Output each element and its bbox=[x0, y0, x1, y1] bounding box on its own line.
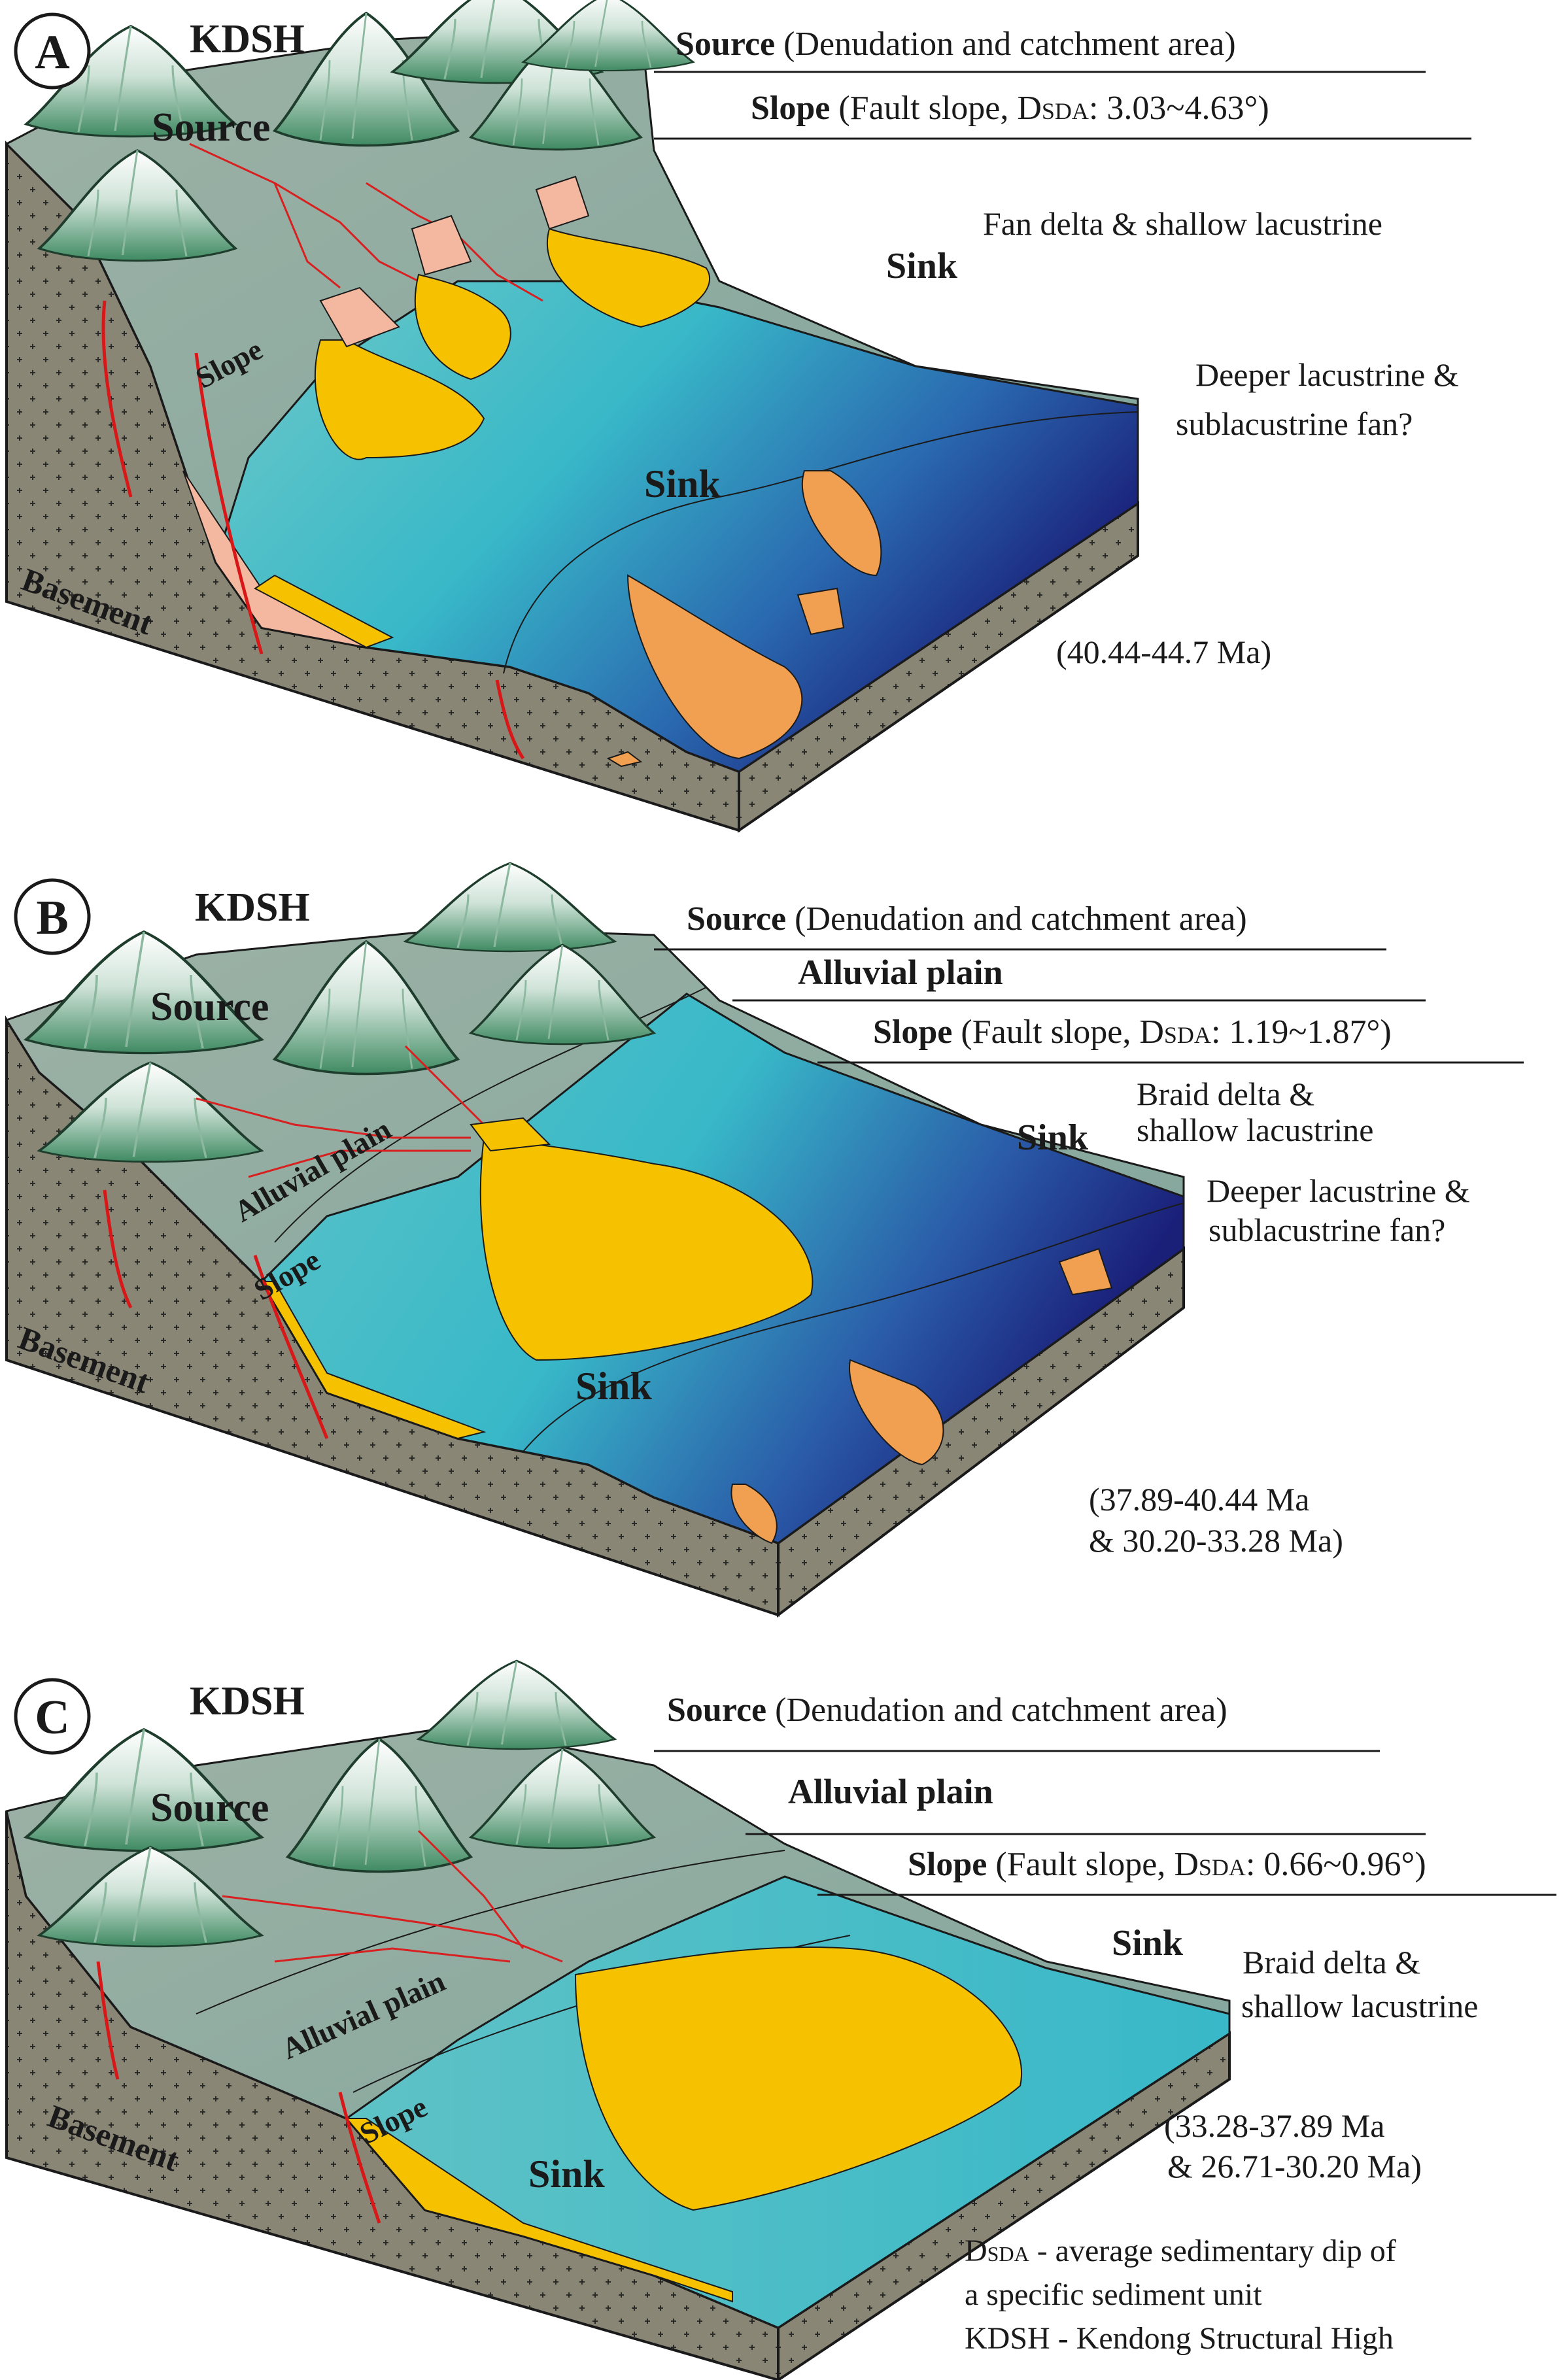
panel-b-age-l2: & 30.20-33.28 Ma) bbox=[1089, 1522, 1343, 1559]
panel-c-braid-delta bbox=[574, 1946, 1022, 2211]
panel-a-source-label: Source bbox=[152, 105, 270, 150]
panel-b-env-deep-l1: Deeper lacustrine & bbox=[1207, 1172, 1470, 1209]
panel-b-sublacustrine-fan-2 bbox=[1058, 1248, 1113, 1296]
legend-kdsh: KDSH - Kendong Structural High bbox=[965, 2321, 1394, 2356]
panel-c-alluvial-header: Alluvial plain bbox=[788, 1772, 993, 1811]
panel-c bbox=[5, 1661, 1231, 2380]
panel-a-slope-header: Slope (Fault slope, DSDA: 3.03~4.63°) bbox=[751, 90, 1269, 127]
panel-c-env-braid-l1: Braid delta & bbox=[1243, 1944, 1420, 1980]
panel-a-sink-lower: Sink bbox=[644, 462, 721, 505]
panel-c-slope-header: Slope (Fault slope, DSDA: 0.66~0.96°) bbox=[908, 1846, 1426, 1883]
panel-c-kdsh: KDSH bbox=[190, 1679, 305, 1724]
panel-a-fault-2 bbox=[194, 352, 264, 654]
panel-c-sink-lower: Sink bbox=[528, 2152, 605, 2196]
panel-a-badge bbox=[14, 12, 91, 90]
legend-dsda: DSDA - average sedimentary dip of bbox=[965, 2234, 1396, 2268]
panel-b-sublacustrine-fan-1 bbox=[849, 1359, 944, 1466]
panel-a-letter: A bbox=[35, 26, 69, 79]
panel-a-sublacustrine-fan-1 bbox=[801, 470, 882, 577]
panel-b-sublacustrine-fan-3 bbox=[730, 1484, 778, 1544]
panel-b-fault-1 bbox=[103, 1189, 133, 1309]
panel-b-slope-header: Slope (Fault slope, DSDA: 1.19~1.87°) bbox=[873, 1013, 1392, 1051]
panel-c-fault-2 bbox=[338, 2092, 381, 2224]
panel-a-source-header: Source (Denudation and catchment area) bbox=[676, 26, 1236, 63]
panel-b-alluvial-header: Alluvial plain bbox=[798, 953, 1003, 992]
panel-a-fan-delta-2 bbox=[414, 273, 511, 381]
panel-a-fault-3 bbox=[495, 679, 525, 760]
panel-b-env-braid-l2: shallow lacustrine bbox=[1137, 1112, 1373, 1148]
panel-c-fault-1 bbox=[96, 1961, 120, 2080]
panel-b-source-label: Source bbox=[150, 985, 269, 1029]
panel-c-source-label: Source bbox=[150, 1786, 269, 1830]
panel-a-kdsh: KDSH bbox=[190, 17, 305, 61]
panel-a-env-fan-delta: Fan delta & shallow lacustrine bbox=[983, 205, 1382, 242]
panel-b-sink-lower: Sink bbox=[575, 1365, 652, 1408]
panel-b-fault-2 bbox=[253, 1255, 329, 1439]
legend-dsda-2: a specific sediment unit bbox=[965, 2277, 1262, 2312]
panel-b-braid-delta bbox=[479, 1136, 814, 1361]
panel-a-env-deep-l2: sublacustrine fan? bbox=[1176, 405, 1413, 442]
panel-a-fan-delta-3 bbox=[546, 228, 710, 328]
panel-b bbox=[5, 863, 1185, 1618]
panel-b-sink-upper: Sink bbox=[1017, 1117, 1089, 1158]
panel-a-fan-delta-1 bbox=[314, 339, 485, 460]
panel-a-sink-upper: Sink bbox=[886, 246, 958, 286]
panel-c-sink-upper: Sink bbox=[1112, 1923, 1184, 1964]
panel-a-sublacustrine-fan-3 bbox=[797, 587, 845, 636]
panel-a-env-deep-l1: Deeper lacustrine & bbox=[1195, 356, 1459, 393]
panel-b-env-braid-l1: Braid delta & bbox=[1137, 1076, 1314, 1112]
panel-c-source-header: Source (Denudation and catchment area) bbox=[667, 1692, 1227, 1729]
panel-b-age-l1: (37.89-40.44 Ma bbox=[1089, 1481, 1309, 1518]
panel-b-source-header: Source (Denudation and catchment area) bbox=[687, 900, 1247, 938]
panel-b-letter: B bbox=[36, 891, 68, 945]
panel-b-env-deep-l2: sublacustrine fan? bbox=[1209, 1212, 1445, 1248]
panel-a-sublacustrine-fan-2 bbox=[626, 574, 803, 760]
panel-c-age-l2: & 26.71-30.20 Ma) bbox=[1167, 2148, 1422, 2184]
panel-a-age: (40.44-44.7 Ma) bbox=[1056, 634, 1271, 670]
panel-b-kdsh: KDSH bbox=[195, 885, 310, 930]
panel-b-badge bbox=[14, 878, 91, 955]
panel-c-age-l1: (33.28-37.89 Ma bbox=[1164, 2107, 1384, 2144]
panel-c-letter: C bbox=[35, 1691, 69, 1744]
panel-c-badge bbox=[14, 1678, 91, 1755]
panel-c-env-braid-l2: shallow lacustrine bbox=[1241, 1988, 1478, 2024]
panel-a-fault-1 bbox=[101, 300, 133, 498]
panel-a bbox=[5, 0, 1139, 833]
